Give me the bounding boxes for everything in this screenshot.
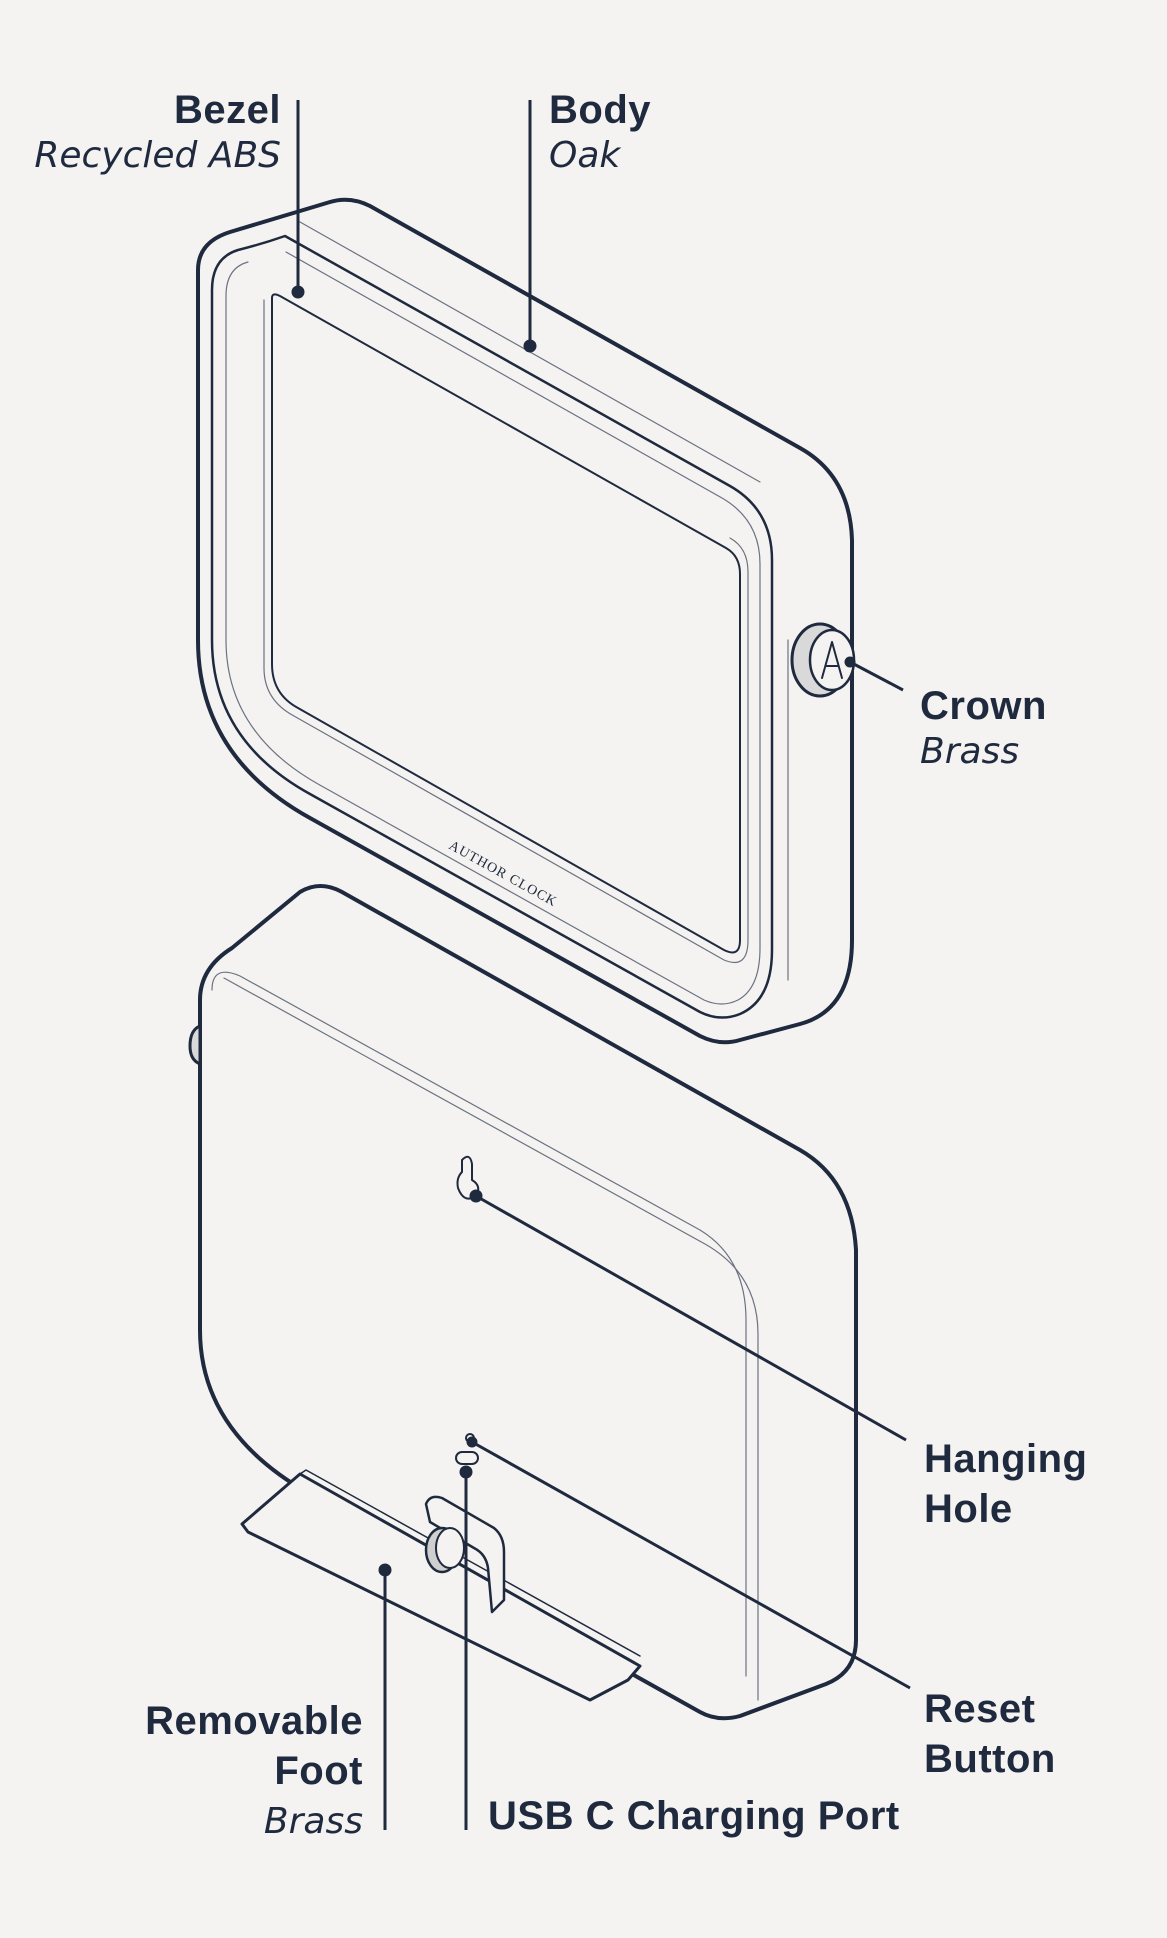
body-outline: [196, 197, 854, 1045]
crown-material: Brass: [920, 731, 1020, 772]
bezel-outline: [210, 234, 774, 1019]
reset-button-label-line1: Reset: [924, 1687, 1036, 1731]
callout-removable-foot: Removable Foot Brass: [145, 1696, 363, 1840]
bezel-material: Recycled ABS: [34, 135, 281, 176]
usb-port-slot: [455, 1451, 479, 1465]
clock-front-unit: [196, 197, 854, 1045]
crown-label: Crown: [920, 684, 1047, 728]
callout-crown: Crown Brass: [920, 686, 1047, 770]
product-mark: AUTHOR CLOCK: [446, 838, 559, 910]
removable-foot-label-line1: Removable: [145, 1699, 363, 1743]
body-material: Oak: [549, 135, 621, 176]
hanging-hole-label-line1: Hanging: [924, 1437, 1088, 1481]
callout-reset-button: Reset Button: [924, 1684, 1056, 1784]
body-label: Body: [549, 88, 651, 132]
callout-hanging-hole: Hanging Hole: [924, 1434, 1087, 1534]
usb-port-label: USB C Charging Port: [488, 1794, 900, 1838]
leader-lines: [291, 100, 911, 1830]
callout-bezel: Bezel Recycled ABS: [34, 90, 281, 174]
crown-knob: [790, 622, 856, 698]
callout-usb-port: USB C Charging Port: [488, 1796, 900, 1836]
hanging-hole-label-line2: Hole: [924, 1487, 1013, 1531]
removable-foot-label-line2: Foot: [274, 1749, 363, 1793]
callout-body: Body Oak: [549, 90, 651, 174]
removable-foot-material: Brass: [263, 1801, 363, 1842]
removable-foot: [240, 1469, 642, 1702]
screen-outline: [271, 293, 741, 954]
bezel-label: Bezel: [174, 88, 281, 132]
back-body-outline: [198, 884, 858, 1721]
reset-button-label-line2: Button: [924, 1737, 1056, 1781]
clock-back-unit: [188, 884, 858, 1721]
